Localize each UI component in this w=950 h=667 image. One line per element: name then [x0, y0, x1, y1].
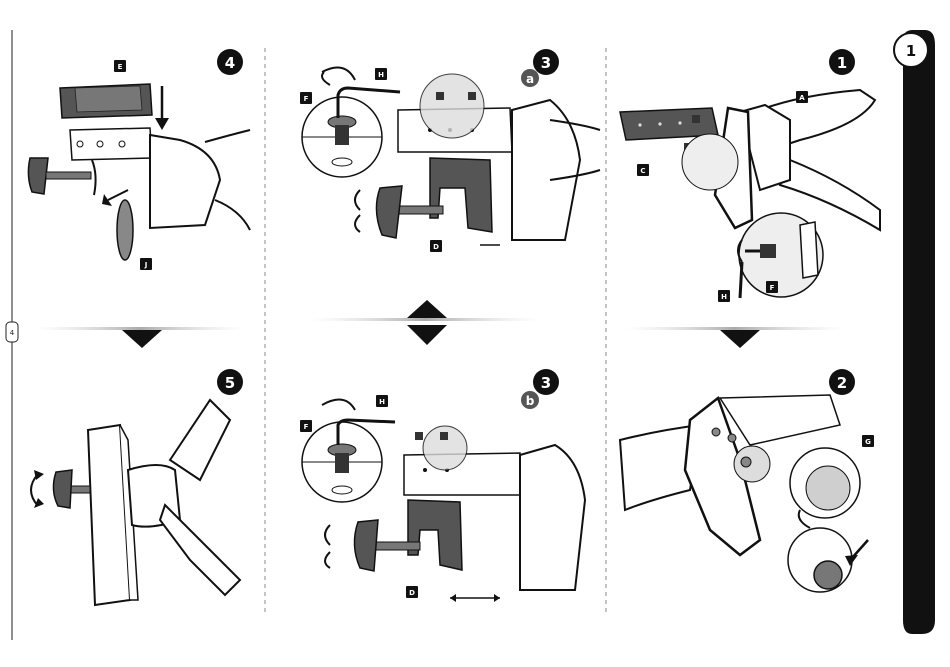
svg-text:5: 5	[225, 374, 235, 392]
row-divider-right	[625, 327, 845, 330]
part-tag-H-3b: H	[376, 395, 388, 407]
page-number-marker: 4	[6, 322, 18, 342]
svg-text:2: 2	[837, 374, 847, 392]
step-badge-1: 1	[829, 49, 855, 75]
panel-step-1	[620, 90, 880, 298]
part-tag-H-3a: H	[375, 68, 387, 80]
part-tag-F-3a: F	[300, 92, 312, 104]
svg-text:b: b	[526, 394, 535, 408]
part-tag-D-3b: D	[406, 586, 418, 598]
row-divider-mid	[310, 318, 540, 321]
panel-step-5	[31, 400, 240, 605]
svg-text:3: 3	[541, 374, 551, 392]
part-tag-H: H	[718, 290, 730, 302]
svg-text:A: A	[799, 94, 805, 102]
svg-text:J: J	[144, 261, 148, 269]
section-tab-number: 1	[906, 42, 916, 60]
part-tag-J: J	[140, 258, 152, 270]
part-tag-E: E	[114, 60, 126, 72]
svg-text:F: F	[304, 423, 309, 431]
step-badge-5: 5	[217, 369, 243, 395]
svg-text:3: 3	[541, 54, 551, 72]
up-down-arrow-mid	[407, 300, 447, 345]
step-badge-3a: 3 a	[521, 49, 559, 87]
svg-text:H: H	[721, 293, 727, 301]
svg-text:E: E	[118, 63, 123, 71]
part-tag-F: F	[766, 281, 778, 293]
svg-text:D: D	[433, 243, 439, 251]
part-tag-F-3b: F	[300, 420, 312, 432]
part-tag-C: C	[637, 164, 649, 176]
svg-text:1: 1	[837, 54, 847, 72]
svg-text:F: F	[304, 95, 309, 103]
page-number: 4	[10, 329, 15, 337]
panel-step-3b	[302, 400, 585, 602]
step-badge-3b: 3 b	[521, 369, 559, 409]
svg-text:H: H	[379, 398, 385, 406]
part-tag-G: G	[862, 435, 874, 447]
svg-text:F: F	[770, 284, 775, 292]
svg-text:G: G	[865, 438, 871, 446]
part-tag-D-3a: D	[430, 240, 442, 252]
panel-step-4	[28, 84, 250, 260]
down-arrow-right	[720, 330, 760, 348]
down-arrow-left	[122, 330, 162, 348]
section-tab-strip: 1	[894, 30, 935, 634]
step-badge-4: 4	[217, 49, 243, 75]
svg-text:a: a	[526, 72, 534, 86]
row-divider-left	[35, 327, 245, 330]
svg-text:D: D	[409, 589, 415, 597]
panel-step-3a	[302, 68, 600, 246]
part-tag-A: A	[796, 91, 808, 103]
svg-text:4: 4	[225, 54, 235, 72]
panel-step-2	[620, 395, 868, 592]
svg-text:C: C	[640, 167, 645, 175]
step-badge-2: 2	[829, 369, 855, 395]
svg-text:H: H	[378, 71, 384, 79]
